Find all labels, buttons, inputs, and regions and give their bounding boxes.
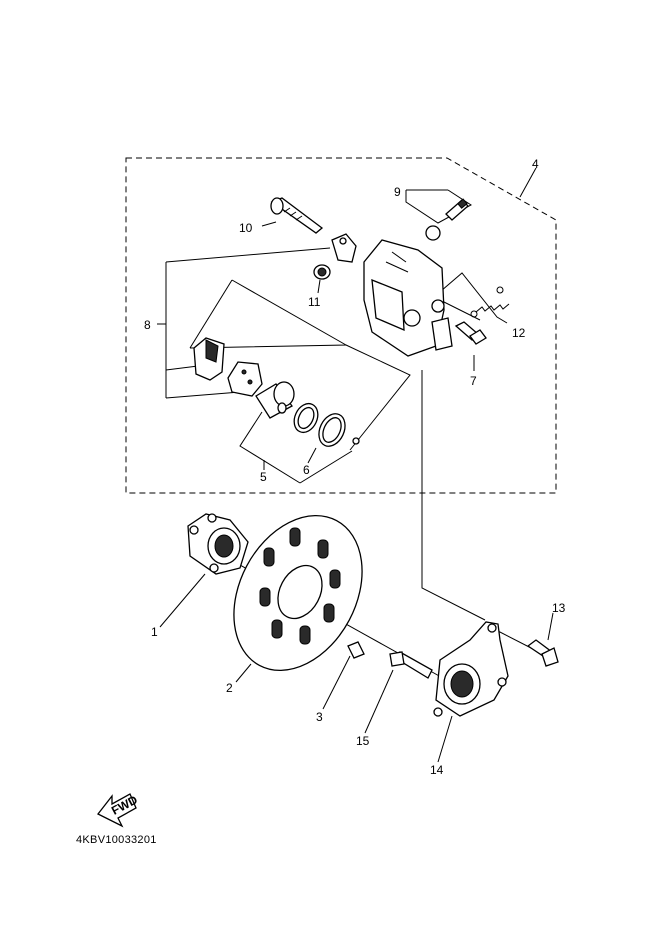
bolt-7[interactable]: [454, 321, 487, 345]
callout-13: 13: [552, 601, 566, 615]
callout-14: 14: [430, 763, 444, 777]
small-seal[interactable]: [352, 437, 360, 445]
brake-pad-8a[interactable]: [193, 337, 225, 381]
callout-2: 2: [226, 681, 233, 695]
bolt-13[interactable]: [526, 639, 559, 667]
pin-bolt-10[interactable]: [270, 197, 324, 234]
assembly-boundary: [125, 157, 557, 494]
callout-1: 1: [151, 625, 158, 639]
callout-4: 4: [532, 157, 539, 171]
callout-8: 8: [144, 318, 151, 332]
pad-support-bracket[interactable]: [331, 233, 357, 263]
screw-3[interactable]: [347, 641, 365, 659]
bleed-screw-9[interactable]: [425, 198, 469, 241]
callout-12: 12: [512, 326, 526, 340]
brake-disc-2[interactable]: [208, 493, 387, 692]
callout-9: 9: [394, 185, 401, 199]
callout-10: 10: [239, 221, 253, 235]
seal-6b[interactable]: [314, 410, 350, 451]
boot-11[interactable]: [313, 264, 331, 280]
callout-labels: 1 2 3 4 5 6 7 8 9 10 11 12 13 14 15: [144, 157, 566, 777]
callout-5: 5: [260, 470, 267, 484]
callout-11: 11: [308, 295, 321, 309]
bolt-15[interactable]: [389, 651, 433, 679]
piston-5[interactable]: [255, 381, 295, 419]
callout-6: 6: [303, 463, 310, 477]
caliper-body-4[interactable]: [363, 239, 453, 357]
spring-12[interactable]: [470, 286, 510, 318]
brake-pad-8b[interactable]: [227, 361, 263, 397]
callout-15: 15: [356, 734, 370, 748]
diagram-code: 4KBV10033201: [76, 834, 157, 846]
callout-7: 7: [470, 374, 477, 388]
fwd-arrow-icon: FWD: [97, 792, 140, 828]
seal-6a[interactable]: [290, 400, 323, 436]
callout-3: 3: [316, 710, 323, 724]
hub-flange-1[interactable]: [187, 513, 249, 575]
caliper-bracket-14[interactable]: [433, 621, 509, 717]
